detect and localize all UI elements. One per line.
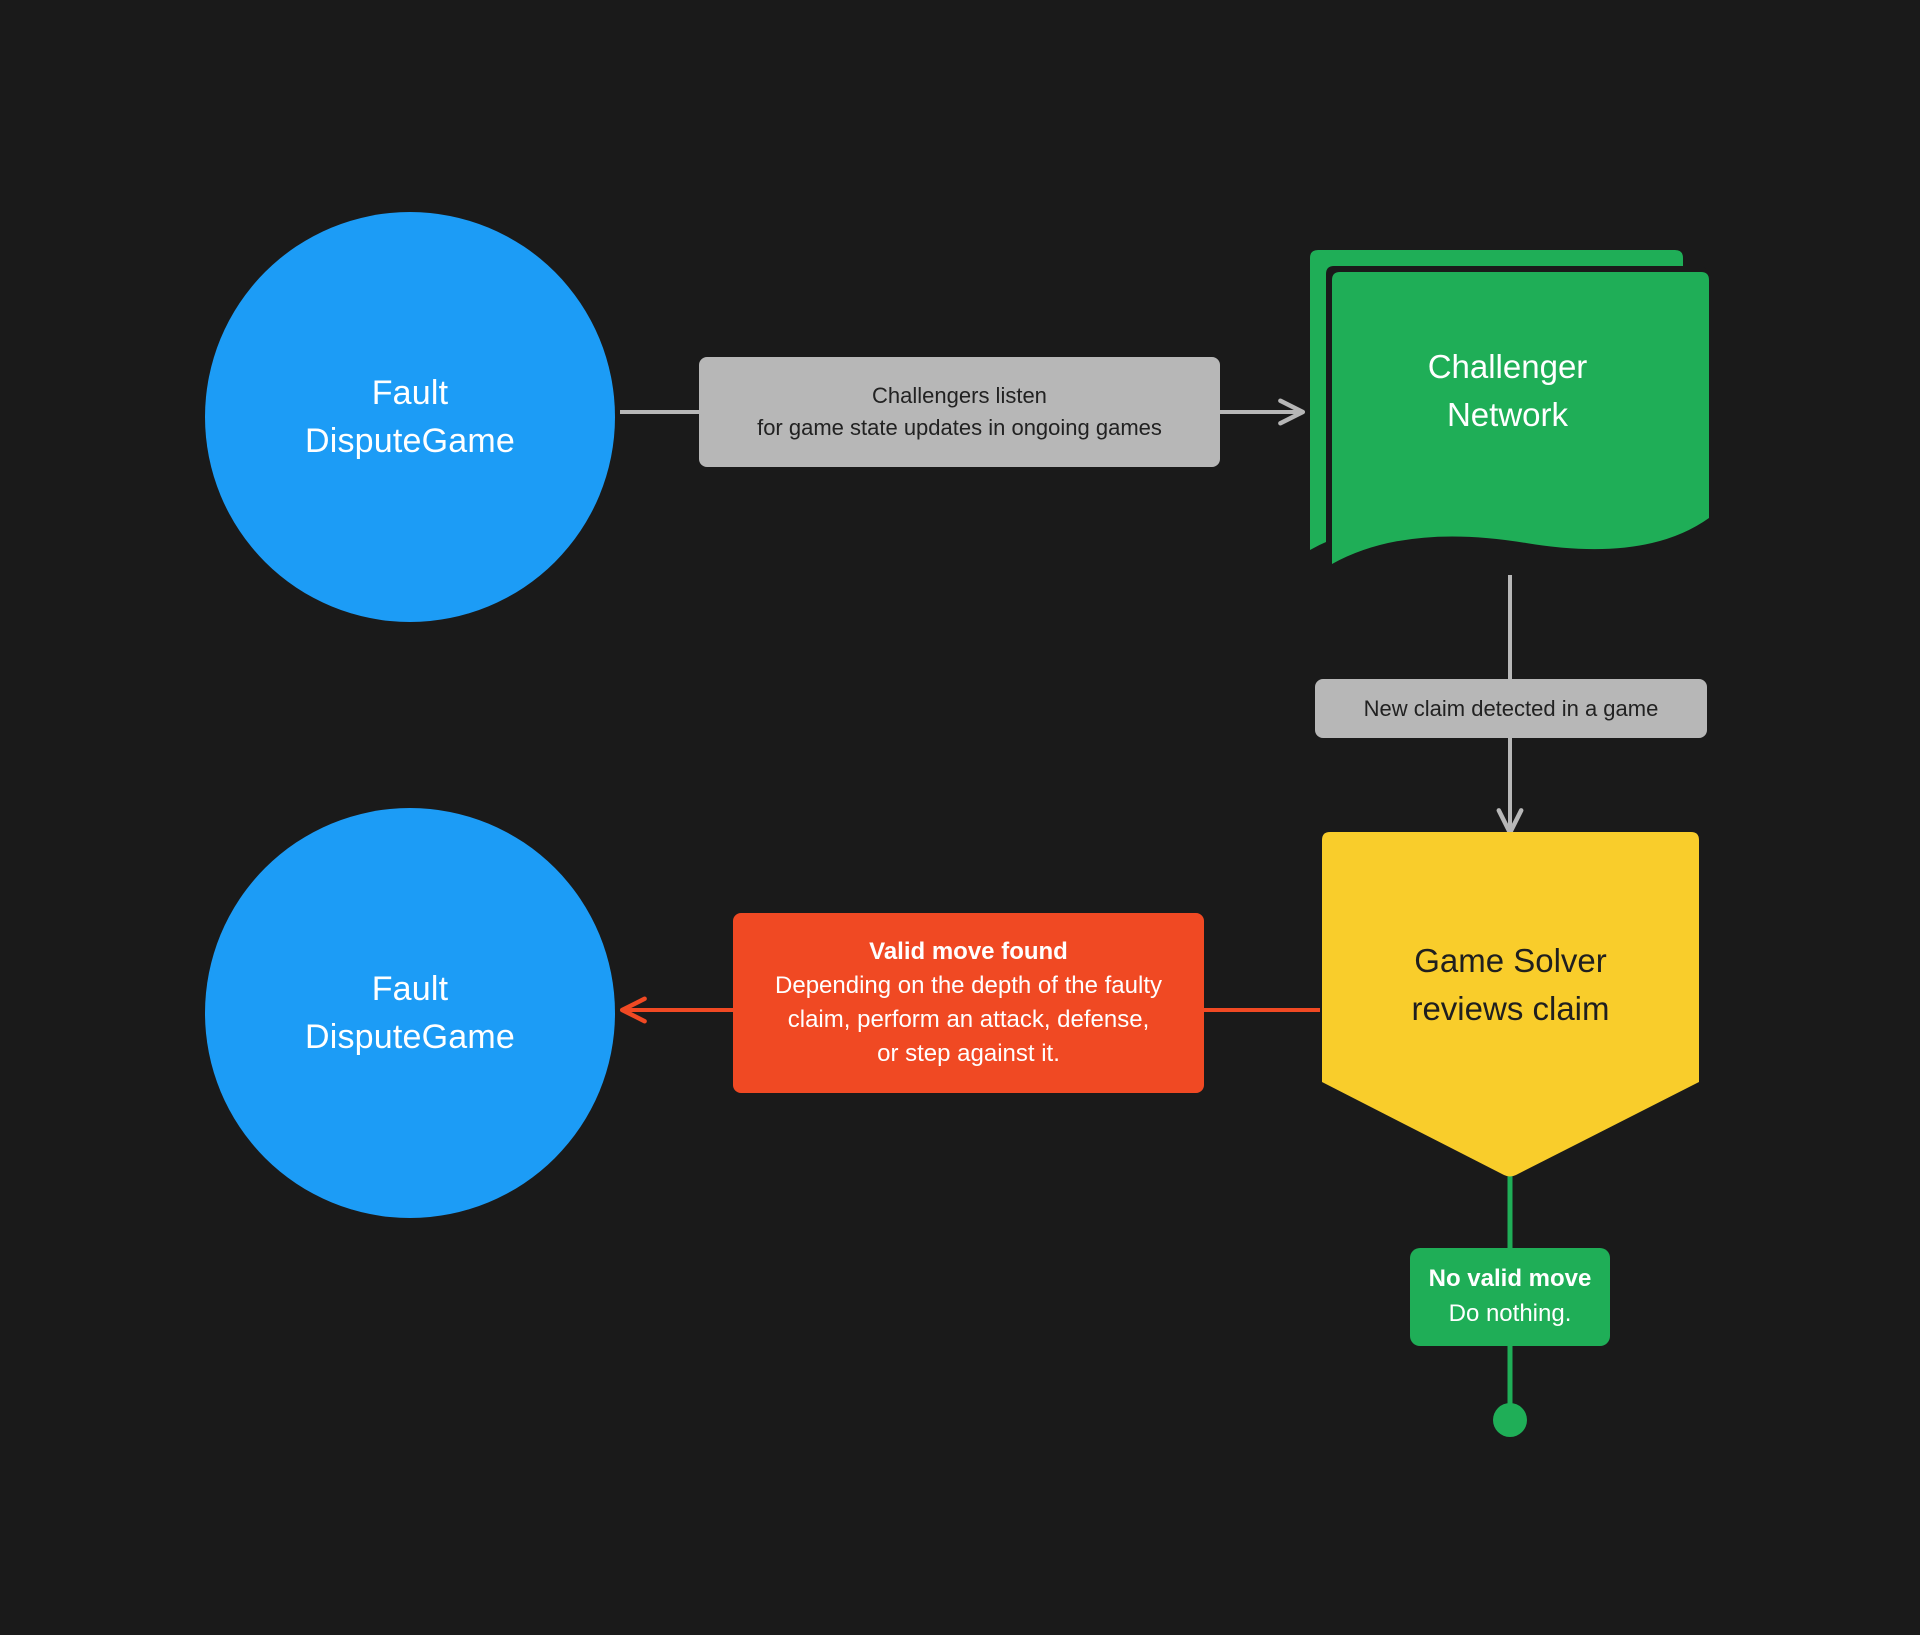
node-game-solver[interactable]: Game Solver reviews claim [1318, 832, 1703, 1177]
node-label: Fault DisputeGame [304, 969, 516, 1056]
shield-shape-icon [1322, 832, 1699, 1177]
edge-label-valid-move: Valid move found Depending on the depth … [733, 913, 1204, 1093]
node-fault-dispute-game-bottom[interactable]: Fault DisputeGame [205, 808, 615, 1218]
edge-label-challengers-listen: Challengers listen for game state update… [699, 357, 1220, 467]
node-label: Fault DisputeGame [304, 373, 516, 460]
edge-label-body: New claim detected in a game [1363, 695, 1659, 721]
edge-label-new-claim: New claim detected in a game [1315, 679, 1707, 738]
edge-label-title: Valid move found [869, 937, 1068, 965]
edge-label-body: Do nothing. [1448, 1300, 1572, 1327]
edge-label-body: Depending on the depth of the faulty cla… [775, 971, 1162, 1068]
edge-label-body: Challengers listen for game state update… [757, 383, 1162, 440]
node-challenger-network[interactable]: Challenger Network [1300, 250, 1715, 575]
node-terminator-dot [1493, 1403, 1527, 1437]
document-stack-icon [1310, 250, 1709, 566]
edge-label-title: No valid move [1428, 1265, 1592, 1293]
edge-label-no-valid-move: No valid move Do nothing. [1410, 1248, 1610, 1346]
node-fault-dispute-game-top[interactable]: Fault DisputeGame [205, 212, 615, 622]
